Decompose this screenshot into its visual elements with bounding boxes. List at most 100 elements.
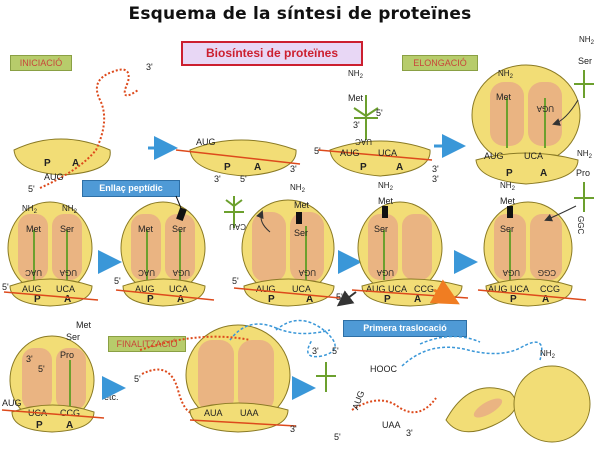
aa-met: Met (500, 196, 516, 206)
site-a-label: A (177, 294, 184, 305)
aa-met: Met (348, 93, 364, 103)
codon-aug: AUG (484, 151, 504, 161)
aa-ser-nh2: NH2 (378, 181, 394, 192)
trna-free (316, 362, 336, 392)
site-a-label: A (66, 420, 73, 431)
codon-aug: AUG (22, 284, 42, 294)
released-polypeptide (401, 341, 543, 367)
aa-pro-nh2: NH2 (577, 149, 593, 160)
mrna-5-end: 5' (2, 282, 9, 292)
anticodon-uga: UGA (502, 268, 520, 277)
mrna-line (1, 409, 105, 419)
a-site (238, 340, 274, 412)
a-site (402, 214, 432, 280)
codon-uca: UCA (524, 151, 543, 161)
exit-arrow (256, 210, 271, 233)
codon-uca: UCA (378, 148, 397, 158)
incoming-trna-ser: NH2 Ser (552, 35, 595, 126)
codon-uca: UCA (56, 284, 75, 294)
mrna-line (317, 149, 433, 161)
anticodon-uga: UGA (536, 104, 554, 113)
p-site (198, 340, 234, 412)
ribosome-pro-arrives: NH2 Met Ser UGA CGG AUG UCA CCG P A (477, 181, 587, 307)
aa-ser: Ser (374, 224, 388, 234)
trna-3-end: 3' (26, 354, 33, 364)
mrna-3-end: 3' (146, 62, 153, 72)
codon-aug: AUG (44, 172, 64, 182)
trna-3-end: 3' (214, 174, 221, 184)
p-site (252, 212, 286, 282)
codon-aug: AUG (2, 398, 22, 408)
free-mrna (351, 397, 437, 414)
initiation-complex-aug: AUG 3' P A (175, 137, 301, 177)
mrna-5-end: 5' (232, 276, 239, 286)
codon-aug: AUG (135, 284, 155, 294)
boxed-title: Biosíntesi de proteïnes (205, 46, 339, 60)
entry-arrow (544, 205, 577, 222)
anticodon-uga: UGA (59, 268, 77, 277)
stage-label-termination: FINALITZACIÓ (108, 336, 186, 352)
codon-aug: AUG (350, 389, 366, 411)
p-site (22, 348, 52, 410)
codon-uca: UCA (169, 284, 188, 294)
mrna-5-end: 5' (134, 374, 141, 384)
stage-label-elongation: ELONGACIÓ (402, 55, 478, 71)
site-p-label: P (36, 420, 43, 431)
small-subunit (485, 278, 573, 307)
callout-pointer (175, 195, 182, 209)
site-p-label: P (360, 162, 367, 173)
anticodon-uac: UAC (355, 137, 372, 146)
trna-5-end: 5' (240, 174, 247, 184)
site-p-label: P (268, 294, 275, 305)
mrna-3-end: 3' (290, 424, 297, 434)
codon-aug: AUG (340, 148, 360, 158)
mrna-line (189, 419, 297, 427)
anticodon-cgg: CGG (538, 268, 556, 277)
mrna-line (115, 289, 215, 301)
small-subunit (11, 404, 95, 433)
ribosome-termination-2: AUA UAA 3' (185, 323, 331, 434)
aa-ser: Ser (66, 332, 80, 342)
aa-ser: Ser (294, 228, 308, 238)
mrna-line (3, 291, 99, 301)
trna-ser (574, 70, 594, 98)
aa-met: Met (76, 320, 92, 330)
aa-ser-nh2: NH2 (290, 183, 306, 194)
page-title: Esquema de la síntesi de proteïnes (128, 4, 472, 24)
codon-uca: UCA (510, 284, 529, 294)
final-large-subunit (513, 365, 591, 443)
codon-aug: AUG (366, 284, 386, 294)
aa-pro: Pro (576, 168, 590, 178)
aa-nh2-final: NH2 (540, 349, 556, 360)
site-a-label: A (414, 294, 421, 305)
codon-ccg: CCG (60, 408, 80, 418)
callout-translocation: Primera traslocació (343, 320, 467, 337)
ribosome-peptide-bond: Met Ser UAC UGA AUG UCA P A 5' (114, 195, 215, 307)
ribosome-after-bond: NH2 Met Ser UGA AUG UCA P A 5' (232, 183, 341, 307)
aa-ser: Ser (172, 224, 186, 234)
anticodon-uga: UGA (376, 268, 394, 277)
mrna-3-end: 3' (432, 164, 439, 174)
trna-5-end: 5' (38, 364, 45, 374)
mrna-line (175, 149, 301, 165)
initiation-trna-binding: NH2 Met 5' 3' UAC AUG UCA P A 5' 3' (314, 69, 439, 177)
aa-met: Met (496, 92, 512, 102)
aa-ser: Ser (500, 224, 514, 234)
aa-met: Met (294, 200, 310, 210)
anticodon-uga: UGA (298, 268, 316, 277)
site-p-label: P (510, 294, 517, 305)
faint-overlay-dots (139, 335, 251, 351)
small-subunit (9, 278, 93, 307)
etc-label: etc. (104, 392, 119, 402)
trna-5-end: 5' (332, 346, 339, 356)
released-polypeptide-top (419, 335, 481, 345)
codon-aug: AUG (488, 284, 508, 294)
initiation-complex: P A 3' 5' AUG (13, 62, 153, 194)
aa-ser-nh2: NH2 (62, 204, 78, 215)
site-p-label: P (224, 162, 231, 173)
site-p-label: P (384, 294, 391, 305)
small-subunit (13, 138, 111, 176)
ribosome-termination-1: Met Ser Pro 3' 5' UCA CCG P A AUG etc. (1, 320, 119, 433)
